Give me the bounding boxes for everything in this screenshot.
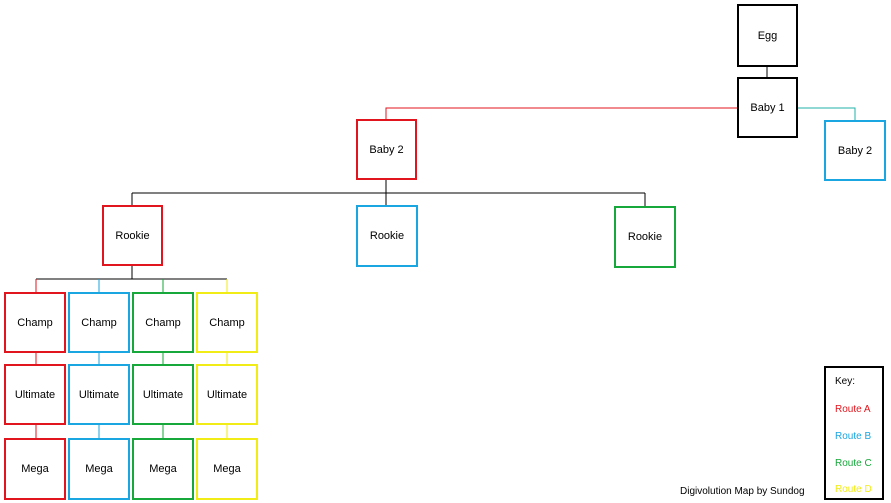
rookie-node-b: Rookie xyxy=(356,205,418,267)
baby2-node-a: Baby 2 xyxy=(356,119,417,180)
ultimate-node-a: Ultimate xyxy=(4,364,66,425)
credit-text: Digivolution Map by Sundog xyxy=(680,486,805,497)
connector-baby1-baby2-teal xyxy=(797,107,856,120)
connector-baby1-baby2-red xyxy=(385,107,737,119)
champ-node-b: Champ xyxy=(68,292,130,353)
ultimate-node-b: Ultimate xyxy=(68,364,130,425)
baby1-node: Baby 1 xyxy=(737,77,798,138)
key-route-b: Route B xyxy=(835,431,872,442)
rookie-node-a: Rookie xyxy=(102,205,163,266)
key-route-c: Route C xyxy=(835,458,872,469)
mega-node-d: Mega xyxy=(196,438,258,500)
champ-node-a: Champ xyxy=(4,292,66,353)
key-title: Key: xyxy=(835,376,856,387)
rookie-node-c: Rookie xyxy=(614,206,676,268)
champ-node-d: Champ xyxy=(196,292,258,353)
ultimate-node-d: Ultimate xyxy=(196,364,258,425)
egg-node: Egg xyxy=(737,4,798,67)
route-key: Key: Route A Route B Route C Route D xyxy=(824,366,884,500)
key-route-d: Route D xyxy=(835,484,872,495)
ultimate-node-c: Ultimate xyxy=(132,364,194,425)
baby2-node-b: Baby 2 xyxy=(824,120,886,181)
key-route-a: Route A xyxy=(835,404,871,415)
mega-node-a: Mega xyxy=(4,438,66,500)
mega-node-b: Mega xyxy=(68,438,130,500)
mega-node-c: Mega xyxy=(132,438,194,500)
champ-node-c: Champ xyxy=(132,292,194,353)
